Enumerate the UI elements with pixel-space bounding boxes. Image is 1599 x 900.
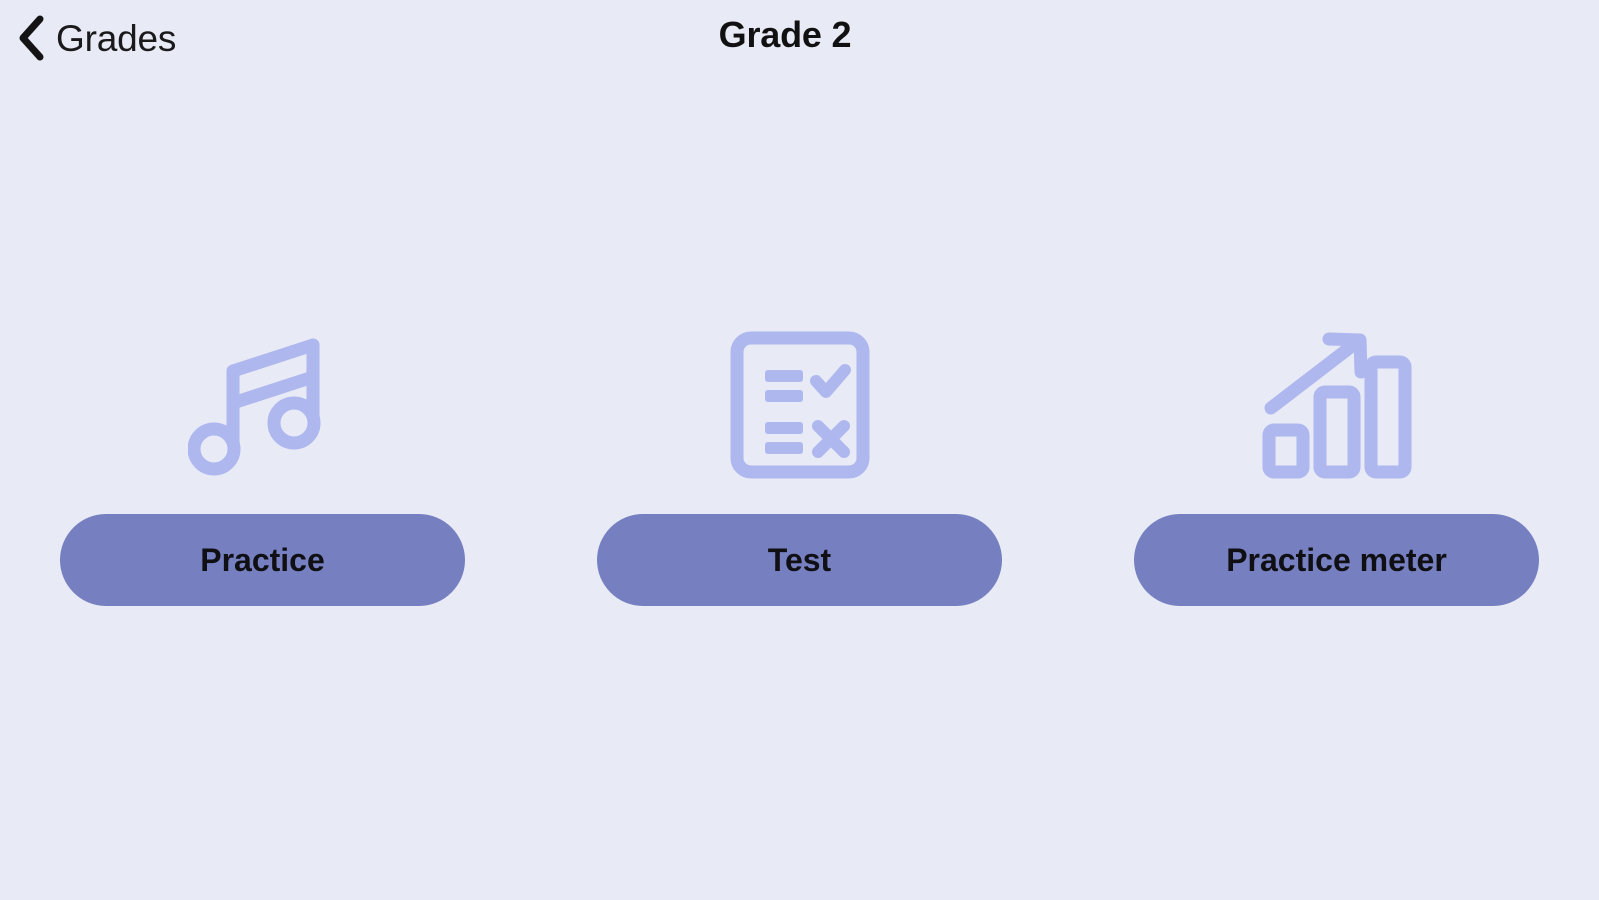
- music-note-icon: [187, 320, 338, 490]
- practice-meter-button[interactable]: Practice meter: [1134, 514, 1539, 606]
- test-button[interactable]: Test: [597, 514, 1002, 606]
- chevron-left-icon: [16, 15, 46, 61]
- card-test: Test: [597, 320, 1002, 606]
- card-practice: Practice: [60, 320, 465, 606]
- card-practice-meter: Practice meter: [1134, 320, 1539, 606]
- test-checklist-icon: [725, 320, 875, 490]
- practice-button[interactable]: Practice: [60, 514, 465, 606]
- practice-meter-button-label: Practice meter: [1226, 542, 1447, 578]
- test-button-label: Test: [767, 542, 832, 578]
- top-navigation-bar: Grades Grade 2: [0, 0, 1599, 84]
- bar-chart-trend-icon: [1257, 320, 1417, 490]
- practice-button-label: Practice: [200, 542, 325, 578]
- page-title: Grade 2: [718, 14, 852, 55]
- back-button[interactable]: Grades: [16, 8, 176, 68]
- back-button-label: Grades: [56, 17, 177, 59]
- mode-cards-row: Practice Test: [0, 320, 1599, 606]
